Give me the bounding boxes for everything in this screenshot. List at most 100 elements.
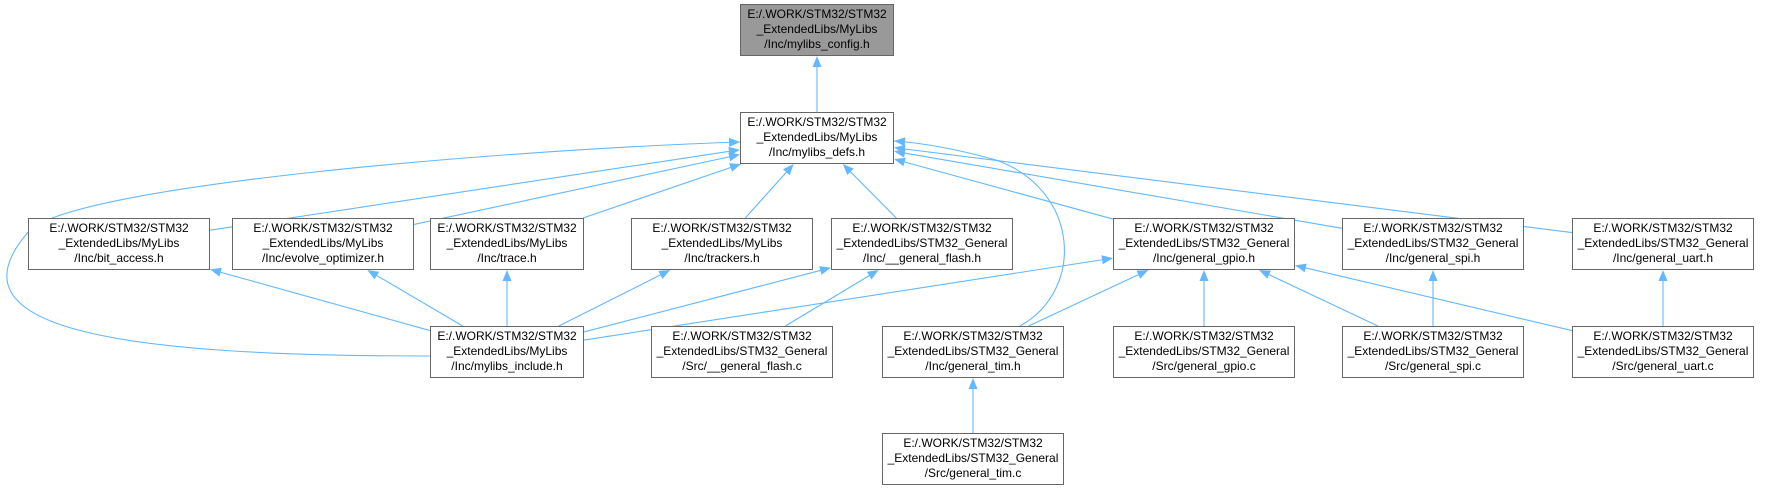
edge-mylibs_include-to-evolve_optimizer — [375, 274, 463, 327]
node-label-line: E:/.WORK/STM32/STM32 — [672, 329, 812, 343]
node-label-line: /Inc/mylibs_config.h — [764, 37, 870, 51]
edge-bit_access-to-mylibs_defs — [209, 150, 731, 231]
node-label-line: /Inc/general_spi.h — [1385, 251, 1481, 265]
node-label-line: E:/.WORK/STM32/STM32 — [1363, 221, 1503, 235]
node-general-tim-c[interactable]: E:/.WORK/STM32/STM32 _ExtendedLibs/STM32… — [882, 433, 1064, 485]
node-label-line: E:/.WORK/STM32/STM32 — [1363, 329, 1503, 343]
node-label-line: E:/.WORK/STM32/STM32 — [747, 7, 887, 21]
edge-arrowhead — [728, 152, 740, 162]
node-mylibs-include-h[interactable]: E:/.WORK/STM32/STM32 _ExtendedLibs/MyLib… — [430, 326, 584, 378]
edge-arrowhead — [819, 266, 831, 275]
node-general-tim-h[interactable]: E:/.WORK/STM32/STM32 _ExtendedLibs/STM32… — [882, 326, 1064, 378]
edge-mylibs_include-to-general_flash_h — [583, 269, 822, 333]
edge-arrowhead — [866, 270, 879, 280]
node-label-line: E:/.WORK/STM32/STM32 — [437, 221, 577, 235]
edge-general_flash_c-to-general_flash_h — [785, 274, 871, 327]
node-general-gpio-c[interactable]: E:/.WORK/STM32/STM32 _ExtendedLibs/STM32… — [1113, 326, 1295, 378]
node-label-line: E:/.WORK/STM32/STM32 — [1134, 221, 1274, 235]
node-label-line: /Inc/trackers.h — [684, 251, 760, 265]
node-label-line: /Inc/general_tim.h — [925, 359, 1021, 373]
edge-evolve_optimizer-to-mylibs_defs — [413, 156, 731, 226]
node-label-line: E:/.WORK/STM32/STM32 — [437, 329, 577, 343]
node-label-line: /Src/general_tim.c — [924, 466, 1022, 480]
node-label-line: _ExtendedLibs/STM32_General — [1347, 344, 1519, 358]
edge-arrowhead — [842, 164, 854, 175]
node-general-gpio-h[interactable]: E:/.WORK/STM32/STM32 _ExtendedLibs/STM32… — [1113, 218, 1295, 270]
node-label-line: _ExtendedLibs/STM32_General — [1118, 236, 1290, 250]
node-label-line: E:/.WORK/STM32/STM32 — [652, 221, 792, 235]
edge-general_tim_h-to-general_gpio_h — [1028, 273, 1140, 327]
node-label-line: _ExtendedLibs/MyLibs — [446, 236, 568, 250]
edge-arrowhead — [502, 270, 512, 281]
edge-mylibs_include-to-trackers — [558, 273, 662, 327]
node-label-line: /Src/general_gpio.c — [1152, 359, 1256, 373]
node-label-line: _ExtendedLibs/MyLibs — [756, 22, 878, 36]
node-label-line: E:/.WORK/STM32/STM32 — [253, 221, 393, 235]
edge-arrowhead — [729, 163, 741, 172]
node-trackers-h[interactable]: E:/.WORK/STM32/STM32 _ExtendedLibs/MyLib… — [631, 218, 813, 270]
node-label-line: E:/.WORK/STM32/STM32 — [903, 436, 1043, 450]
node-label-line: E:/.WORK/STM32/STM32 — [1134, 329, 1274, 343]
edge-arrowhead — [894, 144, 906, 154]
node-general-spi-h[interactable]: E:/.WORK/STM32/STM32 _ExtendedLibs/STM32… — [1342, 218, 1524, 270]
edge-general_gpio_h-to-mylibs_defs — [903, 161, 1114, 220]
node-label-line: /Inc/mylibs_defs.h — [768, 145, 866, 159]
edge-arrowhead — [1199, 270, 1209, 281]
node-mylibs-defs-h[interactable]: E:/.WORK/STM32/STM32 _ExtendedLibs/MyLib… — [740, 112, 894, 164]
node-general-spi-c[interactable]: E:/.WORK/STM32/STM32 _ExtendedLibs/STM32… — [1342, 326, 1524, 378]
edge-general_flash_h-to-mylibs_defs — [849, 170, 897, 219]
node-label-line: /Inc/general_gpio.h — [1152, 251, 1256, 265]
node-label-line: _ExtendedLibs/MyLibs — [262, 236, 384, 250]
node-label-line: /Src/general_spi.c — [1384, 359, 1482, 373]
edge-arrowhead — [1259, 270, 1271, 279]
node-general-flash-c[interactable]: E:/.WORK/STM32/STM32 _ExtendedLibs/STM32… — [651, 326, 833, 378]
node-label-line: /Inc/general_uart.h — [1612, 251, 1714, 265]
node-bit-access-h[interactable]: E:/.WORK/STM32/STM32 _ExtendedLibs/MyLib… — [28, 218, 210, 270]
edge-arrowhead — [1101, 255, 1113, 265]
node-label-line: _ExtendedLibs/MyLibs — [756, 130, 878, 144]
node-label-line: E:/.WORK/STM32/STM32 — [1593, 221, 1733, 235]
node-label-line: /Inc/mylibs_include.h — [451, 359, 563, 373]
node-label-line: /Src/__general_flash.c — [682, 359, 802, 373]
node-label-line: _ExtendedLibs/STM32_General — [836, 236, 1008, 250]
node-general-uart-h[interactable]: E:/.WORK/STM32/STM32 _ExtendedLibs/STM32… — [1572, 218, 1754, 270]
edge-general_spi_h-to-mylibs_defs — [903, 152, 1343, 229]
node-label-line: _ExtendedLibs/STM32_General — [887, 344, 1059, 358]
edge-arrowhead — [728, 137, 740, 147]
node-mylibs-config-h: E:/.WORK/STM32/STM32 _ExtendedLibs/MyLib… — [740, 4, 894, 56]
edge-arrowhead — [210, 267, 222, 277]
edge-arrowhead — [783, 164, 794, 176]
edge-arrowhead — [894, 157, 906, 167]
node-label-line: _ExtendedLibs/MyLibs — [58, 236, 180, 250]
node-label-line: /Src/general_uart.c — [1612, 359, 1714, 373]
edge-arrowhead — [1658, 270, 1668, 281]
edge-arrowhead — [367, 270, 380, 280]
node-label-line: /Inc/evolve_optimizer.h — [261, 251, 385, 265]
edge-arrowhead — [894, 137, 906, 147]
edge-general_tim_h-to-mylibs_defs — [893, 140, 1065, 327]
edge-trace-to-mylibs_defs — [582, 166, 732, 219]
node-evolve-optimizer-h[interactable]: E:/.WORK/STM32/STM32 _ExtendedLibs/MyLib… — [232, 218, 414, 270]
edge-arrowhead — [658, 270, 671, 279]
node-label-line: _ExtendedLibs/MyLibs — [446, 344, 568, 358]
edge-general_uart_c-to-general_gpio_h — [1304, 267, 1573, 332]
node-label-line: _ExtendedLibs/STM32_General — [1577, 236, 1749, 250]
node-label-line: E:/.WORK/STM32/STM32 — [903, 329, 1043, 343]
node-general-flash-h[interactable]: E:/.WORK/STM32/STM32 _ExtendedLibs/STM32… — [831, 218, 1013, 270]
edge-general_spi_c-to-general_gpio_h — [1267, 273, 1379, 327]
node-label-line: E:/.WORK/STM32/STM32 — [49, 221, 189, 235]
node-general-uart-c[interactable]: E:/.WORK/STM32/STM32 _ExtendedLibs/STM32… — [1572, 326, 1754, 378]
node-label-line: E:/.WORK/STM32/STM32 — [1593, 329, 1733, 343]
node-label-line: _ExtendedLibs/MyLibs — [661, 236, 783, 250]
node-label-line: /Inc/trace.h — [477, 251, 537, 265]
node-label-line: /Inc/__general_flash.h — [862, 251, 982, 265]
node-label-line: _ExtendedLibs/STM32_General — [656, 344, 828, 358]
edge-arrowhead — [1136, 270, 1149, 279]
edge-arrowhead — [1428, 270, 1438, 281]
node-label-line: /Inc/bit_access.h — [74, 251, 164, 265]
node-trace-h[interactable]: E:/.WORK/STM32/STM32 _ExtendedLibs/MyLib… — [430, 218, 584, 270]
edge-trackers-to-mylibs_defs — [744, 171, 788, 219]
node-label-line: _ExtendedLibs/STM32_General — [1118, 344, 1290, 358]
